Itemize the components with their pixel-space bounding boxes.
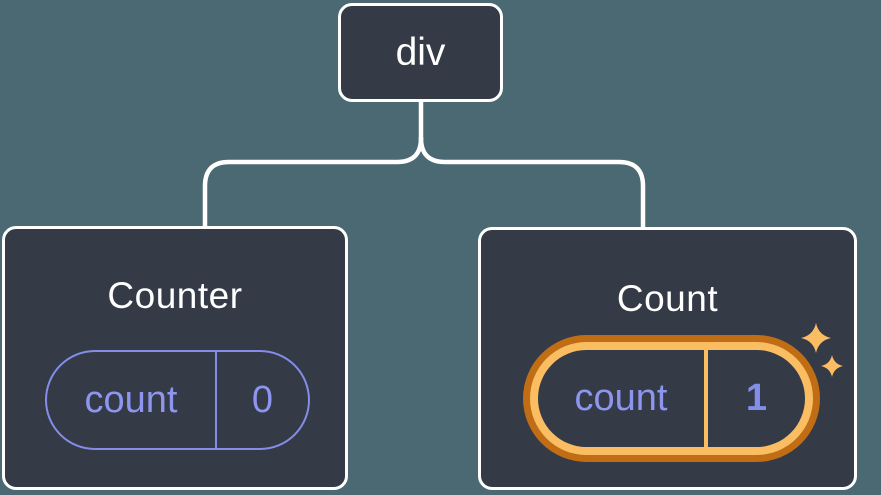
connector-branch-left — [202, 135, 424, 230]
state-pill: count 0 — [45, 350, 310, 450]
connector-branch-right — [418, 135, 646, 231]
pill-inner-ring: count 1 — [530, 342, 813, 455]
component-title: Count — [616, 278, 719, 319]
highlighted-state-pill: count 1 — [523, 335, 820, 462]
state-key-label: count — [538, 350, 708, 447]
root-node-label: div — [395, 30, 446, 74]
state-key-label: count — [47, 352, 217, 448]
component-card-counter: Counter count 0 — [2, 226, 348, 490]
state-value: 0 — [251, 378, 274, 421]
component-card-count: Count count 1 — [478, 227, 857, 490]
pill-core: count 1 — [538, 350, 805, 447]
state-value: 1 — [745, 377, 768, 419]
component-title: Counter — [107, 275, 243, 316]
root-node-div: div — [338, 3, 503, 102]
